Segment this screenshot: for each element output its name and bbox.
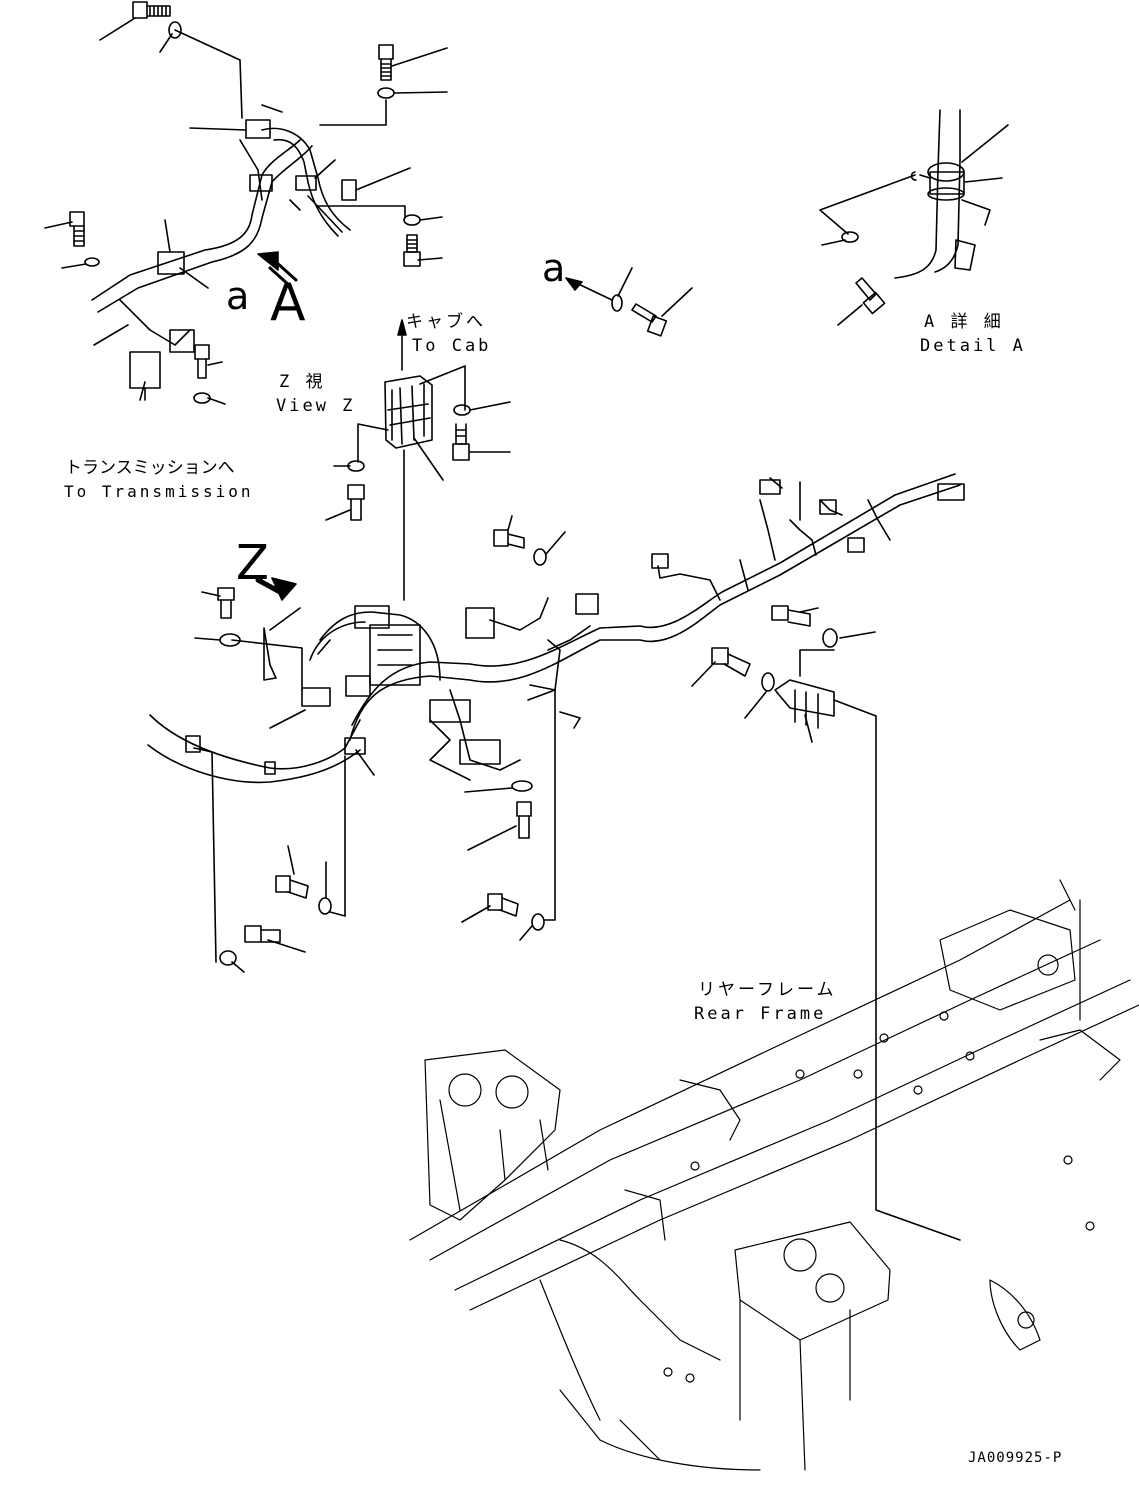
clamp-z [354, 605, 390, 629]
bolt-detail-a [855, 277, 886, 315]
bracket-z [263, 627, 277, 681]
arrow-A [257, 251, 279, 271]
clamp-left [157, 251, 185, 275]
clamp-lower [301, 687, 331, 707]
washer-right-mid [403, 214, 421, 226]
ref-Z: Z [236, 535, 269, 591]
bracket-right [774, 679, 835, 717]
rear-frame [409, 879, 1139, 1471]
washer-left-mid [84, 257, 100, 267]
washer-right-top [377, 87, 395, 99]
detail-a-label-en: Detail A [920, 336, 1026, 356]
rear-frame-label-en: Rear Frame [694, 1004, 827, 1024]
detail-a-label-jp: A 詳 細 [924, 312, 1004, 332]
central-harness [147, 473, 965, 1241]
to-transmission-label-en: To Transmission [64, 482, 254, 501]
ref-a-right: a [542, 246, 566, 290]
detail-a [819, 109, 1009, 326]
bolt-lower-center [516, 801, 532, 839]
clamp-top [245, 119, 271, 139]
bolt-right-a [771, 605, 811, 627]
bolt-left-mid [69, 211, 85, 247]
clamp-mid [249, 174, 273, 192]
bolt-center-top [493, 529, 525, 549]
ref-a-arrow [565, 267, 693, 337]
upper-left-harness [44, 1, 448, 405]
bolt-z-right [452, 423, 470, 461]
bolt-right-b [711, 647, 751, 677]
view-z-label-en: View Z [276, 396, 356, 416]
view-z-label-jp: Z 視 [279, 372, 326, 392]
bracket-small [341, 179, 357, 201]
lower-fasteners [193, 684, 556, 973]
bolt-z-left [347, 484, 365, 521]
rear-frame-label-jp: リヤーフレーム [698, 980, 837, 1000]
clamp-right [295, 175, 317, 191]
bolt-top-left [132, 1, 171, 19]
ref-a-left: a [226, 274, 250, 318]
bolt-z-top [217, 587, 235, 619]
view-z-bracket [325, 319, 511, 601]
ref-A: A [270, 273, 306, 333]
connector-center [465, 607, 495, 639]
bolt-top-right [378, 44, 394, 81]
drawing-number: JA009925-P [968, 1450, 1063, 1466]
to-transmission-label-jp: トランスミッションへ [65, 458, 235, 478]
bolt-a [631, 303, 668, 337]
bolt-lower-l2 [244, 925, 281, 943]
to-cab-label-jp: キャブへ [406, 312, 486, 332]
to-cab-label-en: To Cab [412, 336, 492, 356]
bolt-right-mid [403, 234, 421, 267]
washer-top [168, 21, 182, 39]
bolt-lower-l1 [275, 875, 309, 899]
bolt-lower-c2 [487, 893, 519, 917]
bolt-lower-left [194, 344, 210, 379]
relay-block [369, 624, 421, 686]
